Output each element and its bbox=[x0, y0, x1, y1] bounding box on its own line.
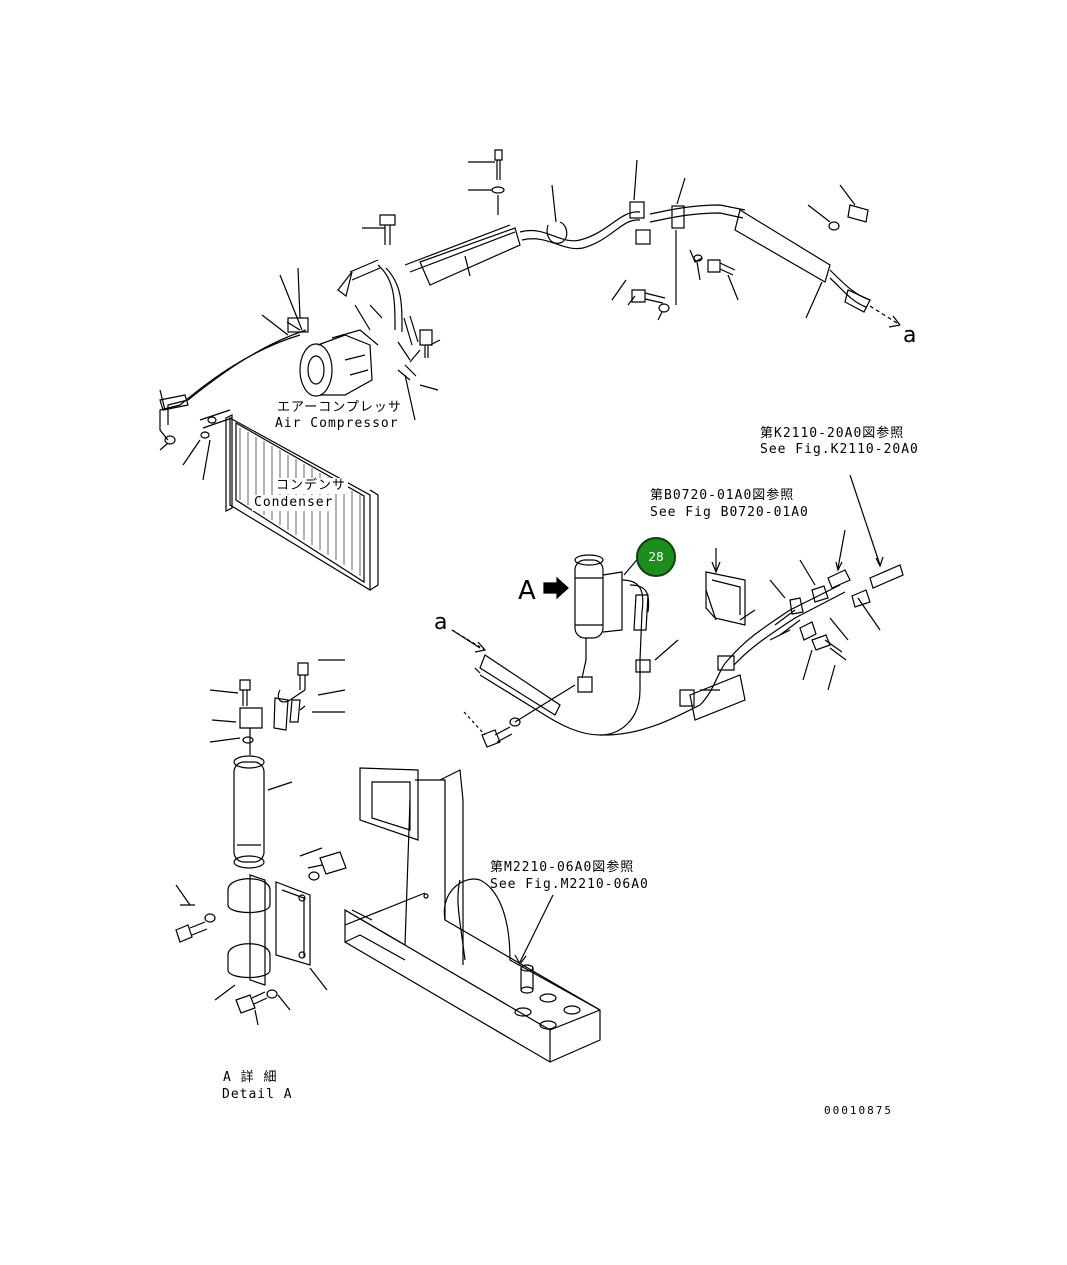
bolt-detail-2 bbox=[175, 921, 208, 943]
bolt-top-3 bbox=[631, 289, 666, 304]
ref-k2110-label-jp: 第K2110-20A0図参照 bbox=[760, 426, 905, 441]
air-compressor-label-en: Air Compressor bbox=[273, 416, 401, 432]
detail-a-drier bbox=[233, 755, 265, 869]
air-compressor-label-jp: エアーコンプレッサ bbox=[275, 400, 404, 416]
arrow-to-a bbox=[888, 315, 901, 328]
drawing-number: 00010875 bbox=[824, 1104, 893, 1117]
view-a-letter: A bbox=[518, 576, 536, 606]
callout-28[interactable]: 28 bbox=[636, 537, 676, 577]
condenser-label-en: Condenser bbox=[252, 495, 336, 511]
hose-end-top bbox=[844, 289, 871, 313]
ref-m2210-label-en: See Fig.M2210-06A0 bbox=[490, 877, 649, 892]
bolt-top-1 bbox=[494, 149, 503, 180]
bolt-detail-3 bbox=[235, 991, 268, 1014]
callout-28-number: 28 bbox=[648, 550, 664, 564]
hose-run-right-2 bbox=[649, 204, 746, 215]
ref-b0720-label-en: See Fig B0720-01A0 bbox=[650, 505, 809, 520]
receiver-drier-view-a bbox=[574, 554, 650, 736]
hose-sheath-1 bbox=[419, 227, 521, 286]
ref-k2110-label-en: See Fig.K2110-20A0 bbox=[760, 442, 919, 457]
connection-a-top: a bbox=[903, 323, 917, 348]
condenser-label-jp: コンデンサ bbox=[274, 478, 349, 494]
detail-a-label-jp: A 詳 細 bbox=[223, 1070, 278, 1085]
hose-sheath-2 bbox=[734, 209, 831, 283]
bolt-detail-1 bbox=[307, 851, 347, 875]
view-a-arrow bbox=[543, 576, 569, 600]
ref-b0720-label-jp: 第B0720-01A0図参照 bbox=[650, 488, 795, 503]
ref-m2210-label-jp: 第M2210-06A0図参照 bbox=[490, 860, 635, 875]
bolt-mid-1 bbox=[481, 726, 513, 748]
connection-a-mid: a bbox=[434, 610, 448, 635]
bolt-top-4 bbox=[707, 259, 736, 276]
air-compressor-shape bbox=[299, 329, 379, 397]
right-bracket bbox=[705, 548, 746, 626]
hose-top-main bbox=[179, 334, 301, 406]
detail-a-label-en: Detail A bbox=[222, 1087, 293, 1102]
bolt-top-2 bbox=[379, 214, 396, 245]
hose-top-pipe-1 bbox=[404, 224, 511, 266]
hose-run-right bbox=[519, 211, 641, 242]
bolt-top-5 bbox=[847, 204, 869, 223]
chassis-frame bbox=[344, 767, 601, 1063]
